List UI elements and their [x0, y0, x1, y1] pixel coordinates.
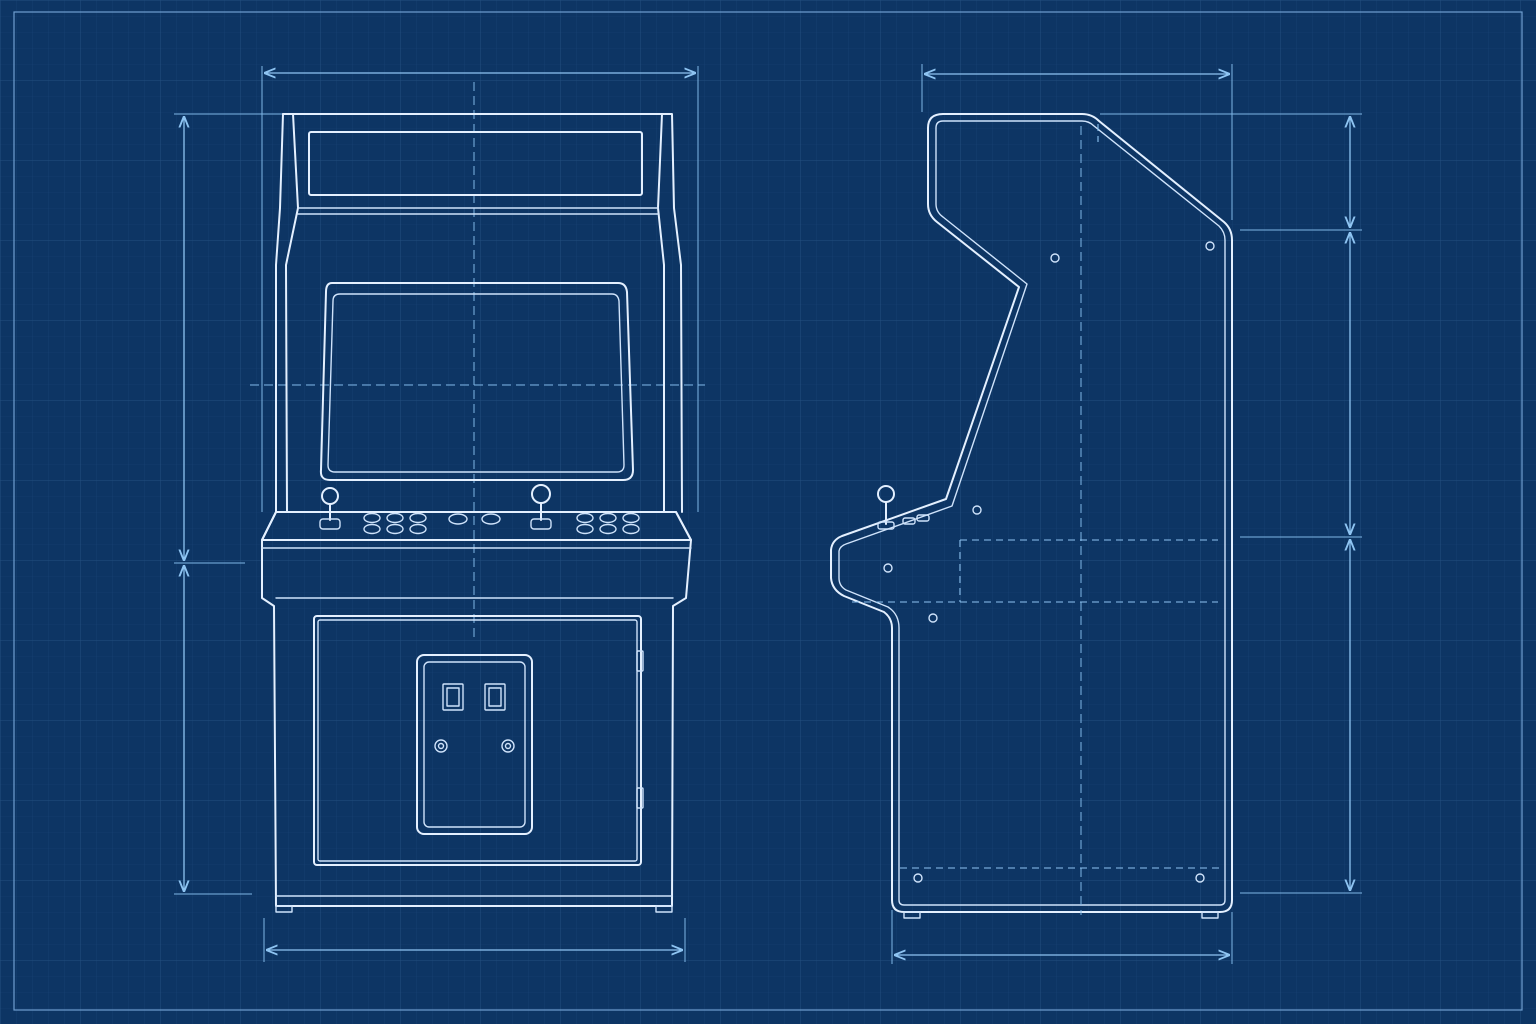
joystick-p1: [319, 487, 341, 530]
side-buttons: [902, 514, 930, 525]
cabinet-door: [313, 615, 642, 866]
monitor-bezel: [319, 282, 634, 481]
front-view: [174, 66, 705, 962]
coin-slot-right: [484, 683, 506, 711]
front-foot-right: [655, 905, 673, 913]
front-dimensions: [174, 66, 699, 962]
monitor-screen: [327, 293, 625, 473]
front-cabinet-outline: [261, 113, 692, 907]
sheet-border: [13, 11, 1523, 1011]
marquee-panel: [308, 131, 643, 196]
control-panel: [261, 511, 692, 541]
coin-lock-right: [501, 739, 515, 753]
start-buttons: [448, 513, 501, 525]
action-buttons-p2: [576, 512, 640, 535]
side-foot-rear: [1201, 911, 1219, 919]
side-cabinet-outline: [830, 113, 1233, 913]
action-buttons-p1: [363, 512, 427, 535]
front-foot-left: [275, 905, 293, 913]
door-hinge-bottom: [636, 787, 644, 809]
coin-lock-left: [434, 739, 448, 753]
side-dimensions: [891, 64, 1362, 964]
side-mounting-bolts: [883, 241, 1215, 883]
coin-door: [416, 654, 533, 835]
side-view: [830, 64, 1362, 964]
side-joystick: [877, 485, 895, 530]
door-hinge-top: [636, 650, 644, 672]
side-foot-front: [903, 911, 921, 919]
coin-slot-left: [442, 683, 464, 711]
joystick-p2: [530, 484, 552, 530]
